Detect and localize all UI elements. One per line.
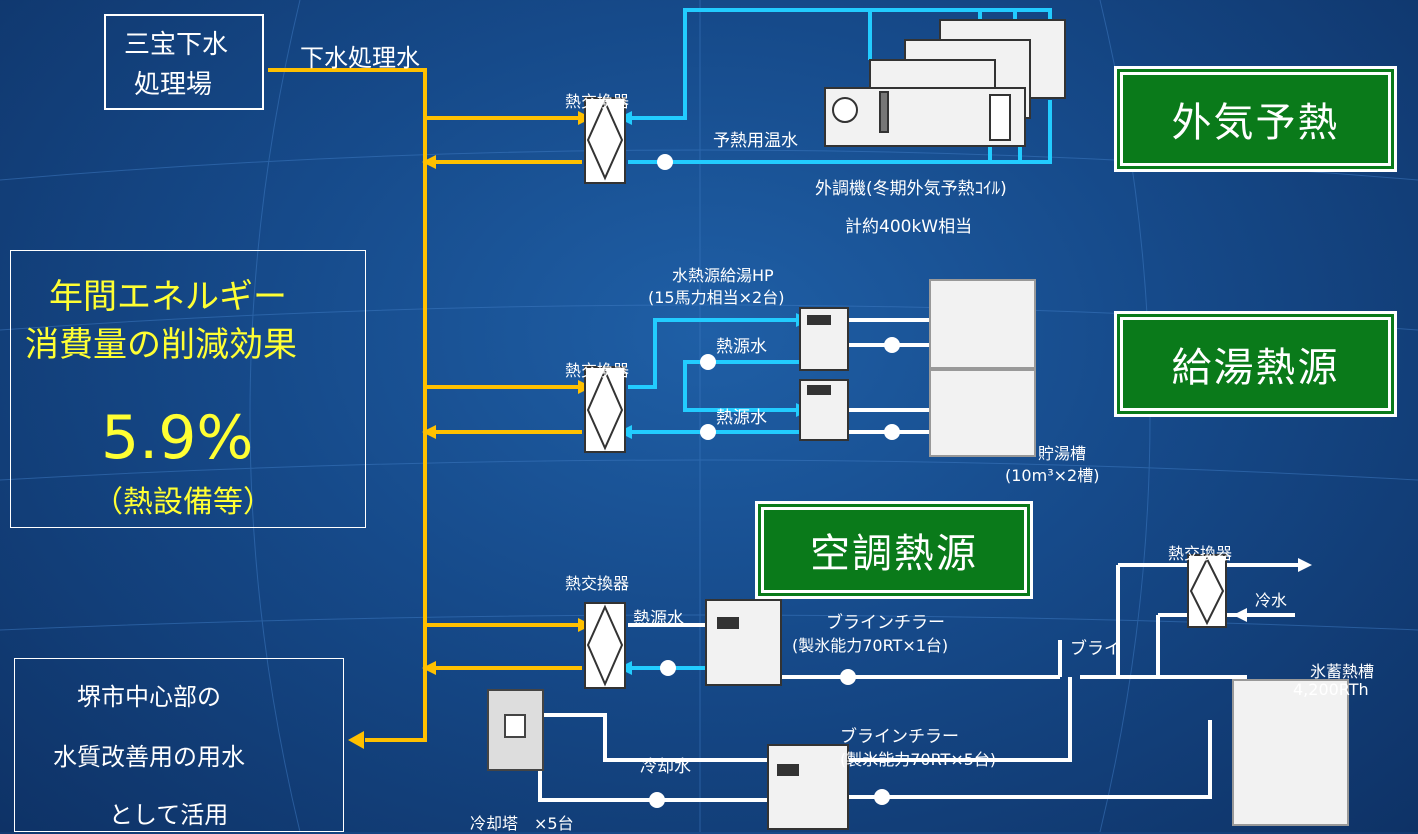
sewage-pipes xyxy=(268,68,582,742)
ahu-capacity: 計約400kW相当 xyxy=(845,217,973,237)
brine-chiller-2-line2: (製氷能力70RT×5台) xyxy=(840,750,997,769)
brine-pipes xyxy=(538,318,1300,802)
hx-label-1: 熱交換器 xyxy=(565,92,630,111)
sewage-label: 下水処理水 xyxy=(300,44,420,72)
source-plant-box: 三宝下水 処理場 xyxy=(104,14,264,110)
badge-aircon: 空調熱源 xyxy=(758,504,1030,596)
brine-chiller-1-line1: ブラインチラー xyxy=(826,613,945,633)
hp-label-line2: (15馬力相当×2台) xyxy=(648,288,785,307)
storage-tanks xyxy=(929,279,1349,826)
brine-chiller-icons xyxy=(705,599,849,830)
source-plant-line1: 三宝下水 xyxy=(124,30,229,60)
storage-tank-line1: 貯湯槽 xyxy=(1038,444,1087,463)
cold-water-label: 冷水 xyxy=(1255,591,1288,610)
badge-hotwater: 給湯熱源 xyxy=(1117,314,1394,414)
heat-source-water-3: 熱源水 xyxy=(633,609,684,629)
brine-chiller-1-line2: (製氷能力70RT×1台) xyxy=(792,636,949,655)
ahu-units-icon xyxy=(824,19,1066,147)
heat-exchanger-icons xyxy=(584,97,1227,689)
badge-preheat: 外気予熱 xyxy=(1117,69,1394,169)
reuse-line1: 堺市中心部の xyxy=(77,683,221,711)
source-plant-line2: 処理場 xyxy=(134,70,213,100)
energy-box: 年間エネルギー 消費量の削減効果 5.9% （熱設備等） xyxy=(10,250,366,528)
ice-tank-line1: 氷蓄熱槽 xyxy=(1310,662,1375,681)
energy-line1: 年間エネルギー xyxy=(49,277,287,317)
hx-label-4: 熱交換器 xyxy=(1168,544,1233,563)
hp-label-line1: 水熱源給湯HP xyxy=(672,266,774,285)
preheat-water-label: 予熱用温水 xyxy=(713,131,798,151)
cooling-tower-label: 冷却塔 ×5台 xyxy=(470,814,574,833)
reuse-line3: として活用 xyxy=(109,801,229,829)
reuse-line2: 水質改善用の用水 xyxy=(53,743,245,771)
cooling-tower-icon xyxy=(487,689,544,771)
energy-line2: 消費量の削減効果 xyxy=(25,325,297,365)
heat-source-water-1: 熱源水 xyxy=(716,337,767,357)
energy-value: 5.9% xyxy=(101,403,254,473)
hx-label-2: 熱交換器 xyxy=(565,361,630,380)
cooling-water-label: 冷却水 xyxy=(640,757,691,777)
storage-tank-line2: (10m³×2槽) xyxy=(1005,466,1100,485)
heat-source-water-2: 熱源水 xyxy=(716,408,767,428)
ahu-label: 外調機(冬期外気予熱ｺｲﾙ) xyxy=(815,179,1007,199)
brine-chiller-2-line1: ブラインチラー xyxy=(840,727,959,747)
reuse-box: 堺市中心部の 水質改善用の用水 として活用 xyxy=(14,658,344,832)
heat-pump-icons xyxy=(799,307,849,441)
energy-note: （熱設備等） xyxy=(93,485,273,520)
ice-tank-line2: 4,200RTh xyxy=(1293,680,1369,699)
hx-label-3: 熱交換器 xyxy=(565,574,630,593)
brine-label: ブライ xyxy=(1070,639,1121,659)
